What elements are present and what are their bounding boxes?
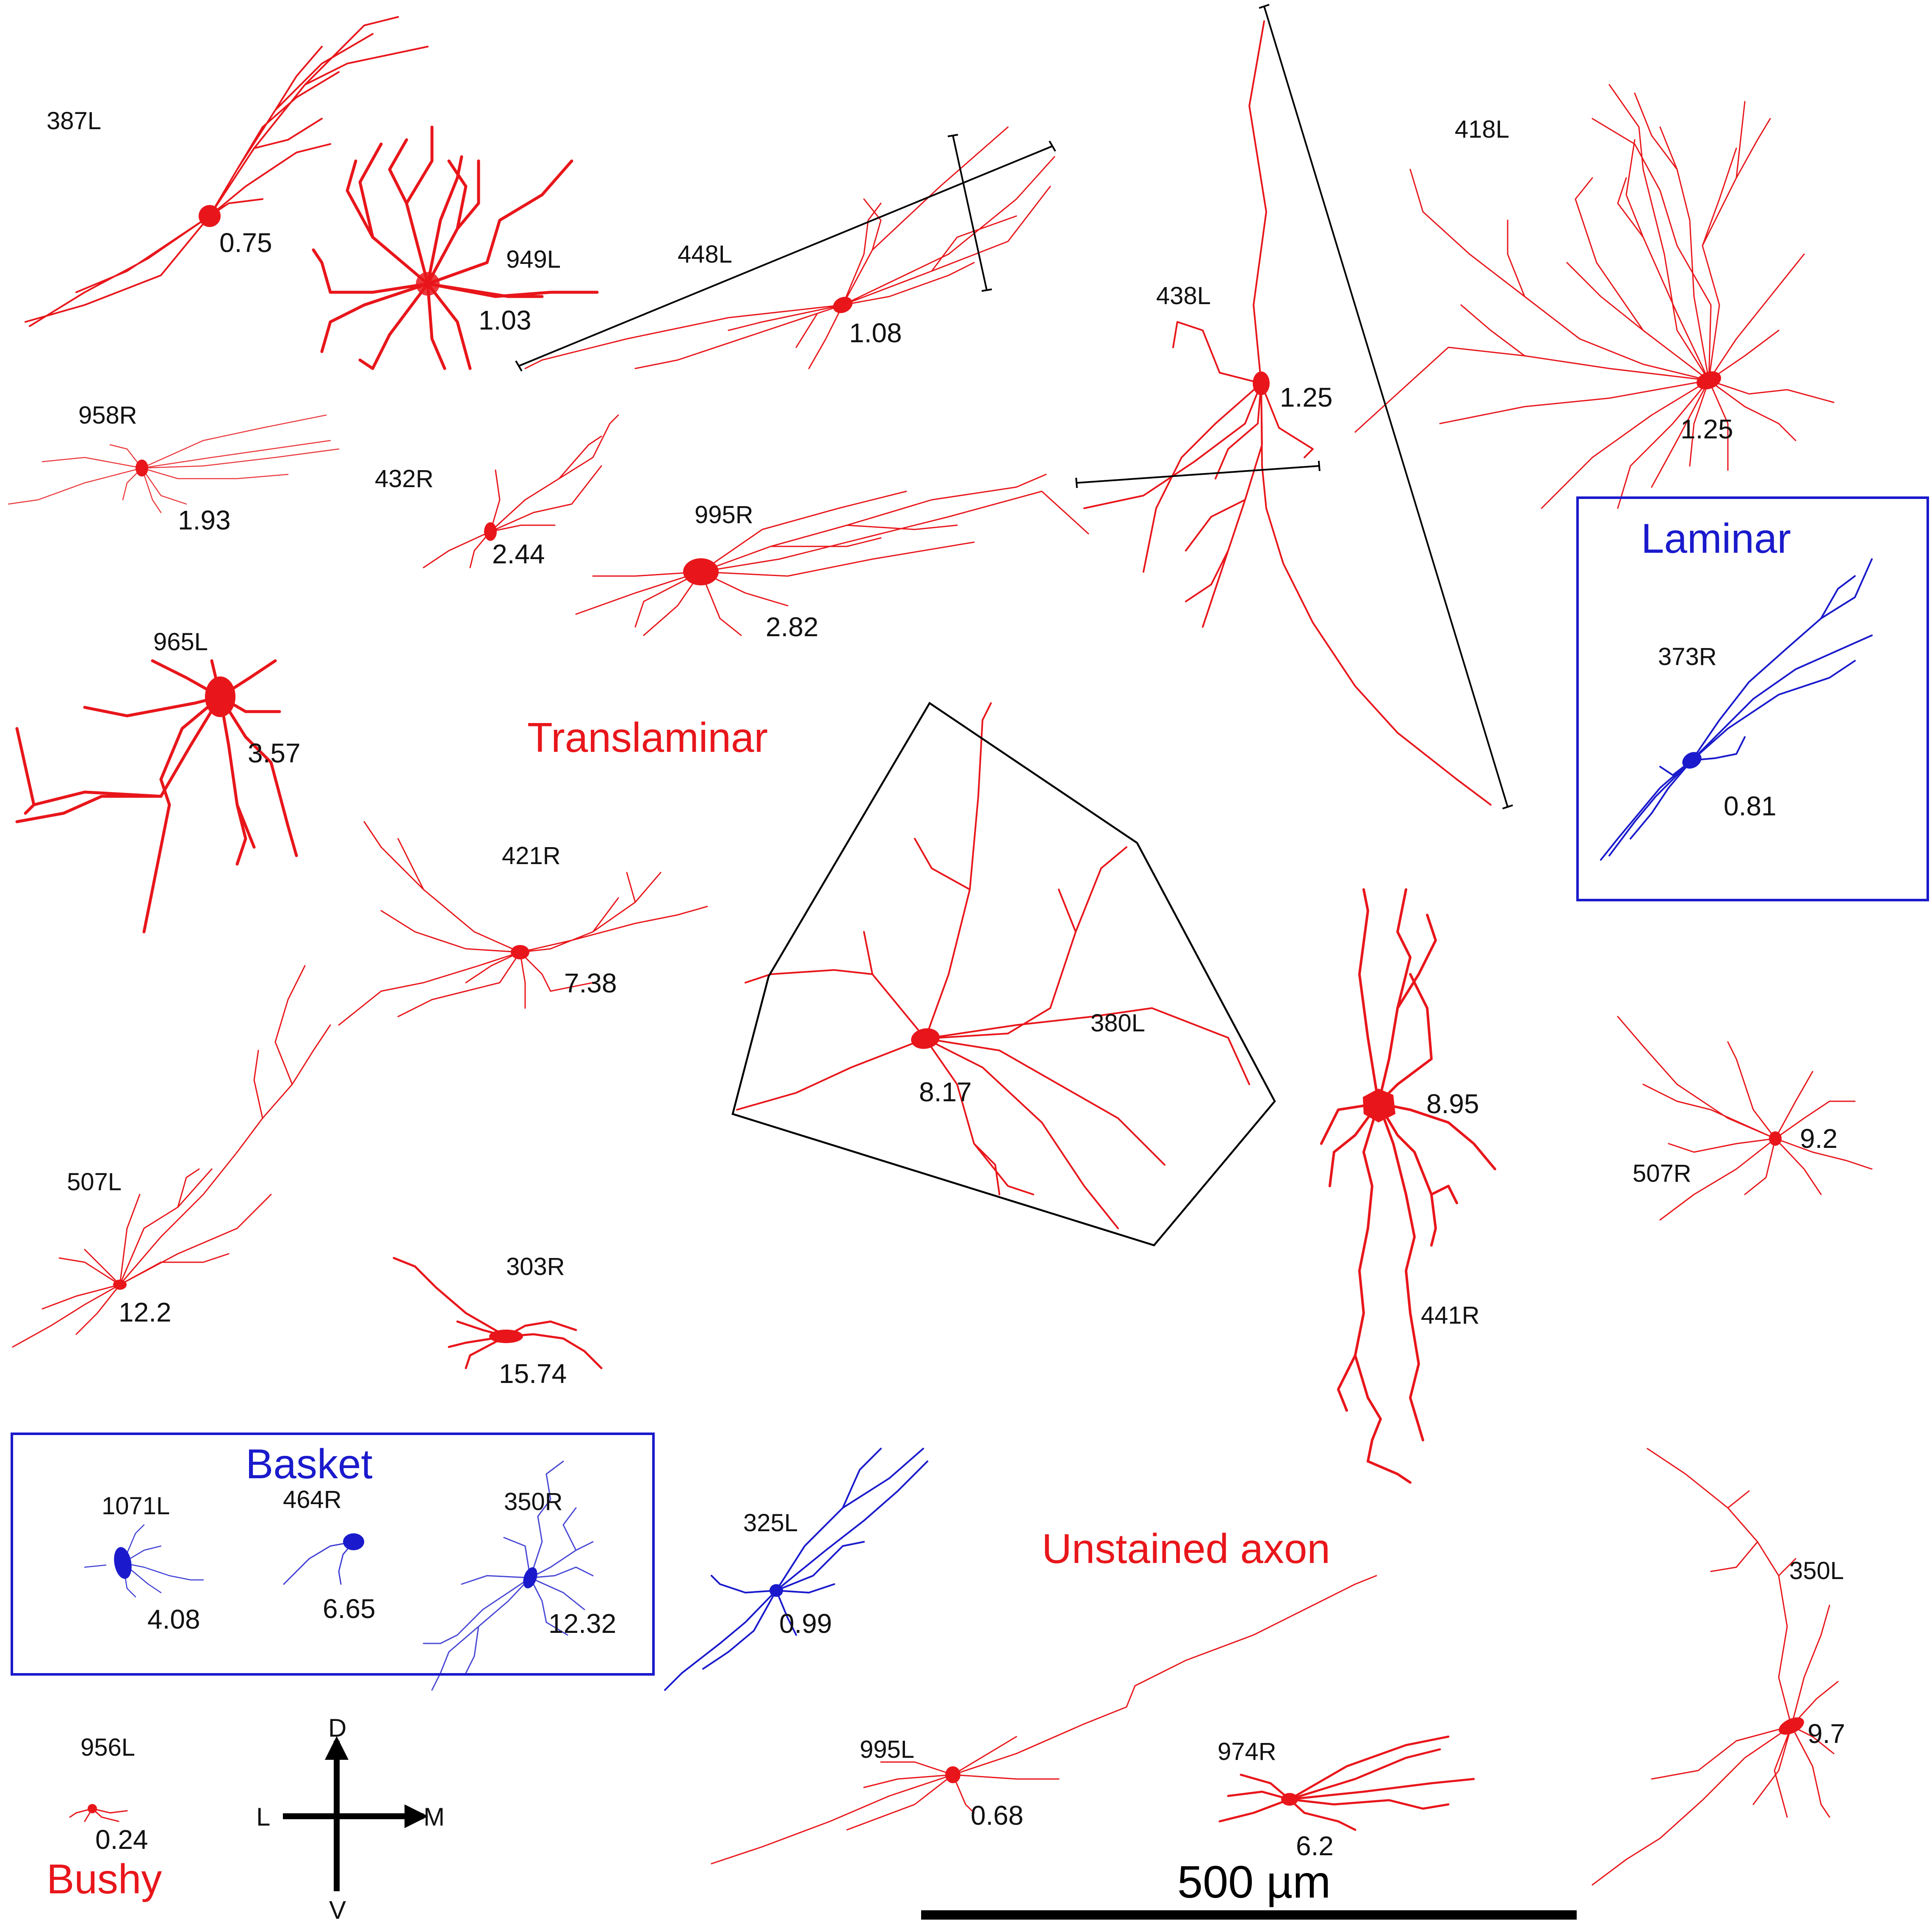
- neuron-303R: [393, 1257, 603, 1369]
- neuron-id-438L: 438L: [1156, 282, 1211, 310]
- neuron-373R: [1600, 558, 1873, 861]
- scale-bar-label: 500 µm: [1177, 1856, 1331, 1907]
- neuron-id-325L: 325L: [743, 1509, 798, 1537]
- neuron-value-974R: 6.2: [1296, 1831, 1334, 1861]
- neuron-448L: [524, 126, 1055, 369]
- neuron-421R: [338, 821, 708, 1026]
- laminar-box: [1576, 496, 1929, 901]
- neuron-value-421R: 7.38: [564, 968, 617, 998]
- neuron-id-303R: 303R: [506, 1253, 565, 1280]
- neuron-id-448L: 448L: [678, 241, 732, 268]
- neuron-value-958R: 1.93: [178, 505, 231, 535]
- neuron-value-350L: 9.7: [1807, 1718, 1845, 1749]
- neuron-value-303R: 15.74: [499, 1358, 567, 1389]
- neuron-id-380L: 380L: [1091, 1009, 1145, 1037]
- neuron-value-995L: 0.68: [971, 1800, 1024, 1831]
- neuron-949L: [312, 125, 599, 370]
- neuron-value-507L: 12.2: [119, 1297, 172, 1327]
- group-label-basket: Basket: [246, 1441, 373, 1487]
- neuron-418L: [1354, 84, 1835, 509]
- neuron-974R: [1218, 1735, 1475, 1831]
- group-label-unstained-axon: Unstained axon: [1042, 1525, 1330, 1572]
- neuron-value-507R: 9.2: [1800, 1123, 1838, 1154]
- neuron-1071L: [84, 1524, 204, 1598]
- neuron-id-421R: 421R: [502, 842, 561, 870]
- neuron-id-507L: 507L: [67, 1168, 122, 1196]
- neuron-438L: [1083, 20, 1492, 806]
- neuron-507L: [12, 965, 331, 1348]
- orientation-label-dorsal: D: [328, 1714, 346, 1742]
- neuron-id-432R: 432R: [375, 465, 434, 493]
- extent-line-438L-short: [1075, 460, 1320, 488]
- extent-line-448L: [515, 140, 1056, 372]
- neuron-value-464R: 6.65: [323, 1593, 376, 1624]
- neuron-id-1071L: 1071L: [102, 1492, 170, 1520]
- neuron-id-350R: 350R: [504, 1488, 563, 1516]
- neuron-350L: [1592, 1448, 1839, 1886]
- neuron-value-432R: 2.44: [492, 539, 545, 569]
- neuron-id-350L: 350L: [1789, 1557, 1844, 1585]
- neuron-value-956L: 0.24: [95, 1824, 148, 1855]
- neuron-507R: [1617, 1016, 1873, 1221]
- neuron-995R: [575, 474, 1089, 636]
- scale-bar: [921, 1910, 1577, 1920]
- neuron-id-974R: 974R: [1218, 1738, 1276, 1765]
- group-label-laminar: Laminar: [1641, 515, 1791, 562]
- neuron-id-418L: 418L: [1455, 116, 1509, 143]
- neuron-id-387L: 387L: [47, 107, 101, 135]
- orientation-cross: [283, 1736, 429, 1891]
- neuron-value-418L: 1.25: [1680, 414, 1733, 444]
- extent-polygon-380L: [731, 701, 1276, 1247]
- neuron-325L: [664, 1448, 928, 1691]
- neuron-958R: [8, 414, 340, 513]
- orientation-label-medial: M: [423, 1803, 445, 1831]
- neuron-id-965L: 965L: [153, 628, 208, 656]
- group-label-translaminar: Translaminar: [527, 714, 768, 761]
- extent-line-448L-short: [947, 134, 992, 292]
- neuron-value-448L: 1.08: [849, 318, 902, 348]
- orientation-label-ventral: V: [329, 1896, 346, 1923]
- neuron-value-441R: 8.95: [1426, 1089, 1479, 1119]
- neuron-350R: [423, 1460, 594, 1691]
- neuron-value-387L: 0.75: [219, 227, 272, 258]
- neuron-id-441R: 441R: [1421, 1302, 1480, 1329]
- neuron-380L: [736, 702, 1250, 1229]
- neuron-id-373R: 373R: [1658, 643, 1717, 671]
- neuron-value-350R: 12.32: [548, 1608, 616, 1639]
- neuron-value-373R: 0.81: [1724, 791, 1777, 821]
- neuron-value-1071L: 4.08: [147, 1604, 200, 1635]
- neuron-id-507R: 507R: [1633, 1160, 1691, 1187]
- neuron-id-464R: 464R: [283, 1486, 342, 1513]
- neuron-id-995L: 995L: [860, 1736, 914, 1763]
- neuron-id-949L: 949L: [506, 246, 561, 273]
- neuron-value-325L: 0.99: [779, 1608, 832, 1639]
- neuron-value-995R: 2.82: [766, 612, 819, 642]
- neuron-965L: [15, 659, 298, 934]
- neuron-id-956L: 956L: [80, 1734, 135, 1761]
- neuron-id-958R: 958R: [78, 402, 137, 429]
- group-label-bushy: Bushy: [47, 1856, 162, 1902]
- neuron-value-949L: 1.03: [479, 305, 531, 335]
- neuron-value-438L: 1.25: [1280, 382, 1333, 413]
- neuron-956L: [69, 1804, 128, 1822]
- neuron-id-995R: 995R: [695, 501, 753, 529]
- neuron-432R: [423, 414, 619, 568]
- neuron-387L: [25, 16, 429, 327]
- orientation-label-lateral: L: [256, 1803, 270, 1831]
- neuron-value-380L: 8.17: [919, 1077, 972, 1107]
- neuron-464R: [283, 1533, 364, 1585]
- basket-box: [11, 1433, 655, 1676]
- neuron-value-965L: 3.57: [248, 738, 301, 768]
- extent-line-438L-long: [1259, 4, 1513, 809]
- neuron-995L: [711, 1575, 1377, 1865]
- neuron-441R: [1320, 888, 1496, 1484]
